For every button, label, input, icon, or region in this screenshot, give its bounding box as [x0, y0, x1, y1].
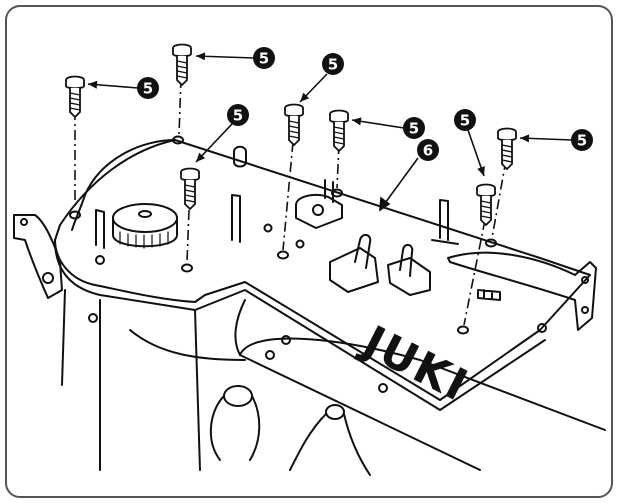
- screw-hole-7: [485, 238, 497, 248]
- screw-icon: [284, 103, 304, 147]
- arm-hole-d: [537, 323, 547, 333]
- callout-badge: [571, 129, 593, 151]
- right-bracket: [447, 251, 597, 331]
- screw-icon: [180, 167, 200, 211]
- screw-icon: [172, 43, 192, 87]
- screws-group: [65, 43, 517, 227]
- tension-dial-side: [112, 217, 178, 248]
- callout-number: 5: [460, 112, 470, 130]
- cover-slot-right: [387, 257, 431, 296]
- callout-arrowhead: [88, 80, 98, 89]
- callout-arrowhead: [196, 52, 206, 61]
- guide-line-3: [186, 209, 190, 263]
- callout-arrowhead: [300, 92, 310, 102]
- callout-badge: [137, 77, 159, 99]
- screw-hole-6: [457, 325, 469, 335]
- guide-line-6: [463, 219, 486, 326]
- hinge-hole: [42, 272, 54, 284]
- cover-hole-c: [295, 239, 305, 249]
- callout-arrowhead: [196, 152, 206, 162]
- screw-hole-1: [69, 210, 81, 220]
- left-hinge-bracket: [13, 214, 63, 299]
- screw-hole-4: [277, 250, 289, 260]
- callout-number: 5: [577, 132, 587, 150]
- thread-guide-hole: [312, 204, 324, 216]
- arm-opening-2-body: [289, 413, 371, 476]
- thread-post-right: [431, 199, 459, 245]
- thread-post-mid: [231, 194, 241, 243]
- screw-icon: [65, 75, 85, 119]
- cover-slot-left: [329, 247, 379, 293]
- callout-arrowhead: [520, 134, 530, 143]
- callout-badge: [417, 139, 439, 161]
- bracket-hole-1: [581, 276, 589, 284]
- callout-leader-line: [195, 55, 255, 59]
- arm-hole-a: [88, 313, 98, 323]
- screw-icon: [497, 127, 517, 171]
- screw-hole-3: [181, 263, 193, 273]
- callout-number: 5: [328, 56, 338, 74]
- guide-line-4: [282, 141, 294, 251]
- callout-badge: [227, 104, 249, 126]
- screw-icon: [329, 109, 349, 153]
- arm-hole-b: [281, 335, 291, 345]
- dial-center-mark: [138, 210, 152, 218]
- slot-lever-left: [354, 234, 372, 269]
- bracket-hole-2: [581, 306, 589, 314]
- screw-hole-5: [331, 188, 343, 198]
- callout-badge: [322, 53, 344, 75]
- callout-number: 6: [423, 142, 433, 160]
- hinge-pin: [20, 218, 28, 226]
- callout-number: 5: [409, 120, 419, 138]
- callout-badge: [454, 109, 476, 131]
- top-cover-plate: [54, 139, 591, 401]
- arm-hole-e: [265, 350, 275, 360]
- cover-front-edge: [54, 239, 546, 411]
- handwheel-bump: [71, 139, 176, 231]
- screw-icon: [476, 183, 496, 227]
- callout-arrowhead: [477, 166, 485, 176]
- slot-lever-right: [399, 244, 414, 277]
- spool-pin-base: [233, 145, 247, 168]
- arm-hole-c: [378, 383, 388, 393]
- callout-number: 5: [259, 50, 269, 68]
- guide-line-7: [491, 159, 507, 239]
- callout-badge: [253, 47, 275, 69]
- callout-number: 5: [143, 80, 153, 98]
- thread-post-left: [95, 209, 105, 249]
- guide-line-2: [178, 77, 182, 136]
- thread-guide-assembly: [295, 193, 343, 229]
- arm-opening-1-body: [209, 395, 261, 461]
- callout-arrowhead: [352, 117, 362, 126]
- machine-bed-edge: [239, 337, 606, 431]
- cover-hole-a: [95, 255, 105, 265]
- callout-number: 5: [233, 107, 243, 125]
- machine-arm-body: [61, 289, 481, 471]
- arm-opening-2: [325, 404, 345, 420]
- callout-badge: [403, 117, 425, 139]
- cover-leader-arrow: [379, 196, 391, 212]
- arm-lower-curve: [129, 329, 246, 361]
- right-hinge-block: [477, 289, 501, 301]
- screw-hole-2: [172, 135, 184, 145]
- tension-dial-ridges: [119, 231, 169, 249]
- cover-hole-b: [263, 223, 273, 233]
